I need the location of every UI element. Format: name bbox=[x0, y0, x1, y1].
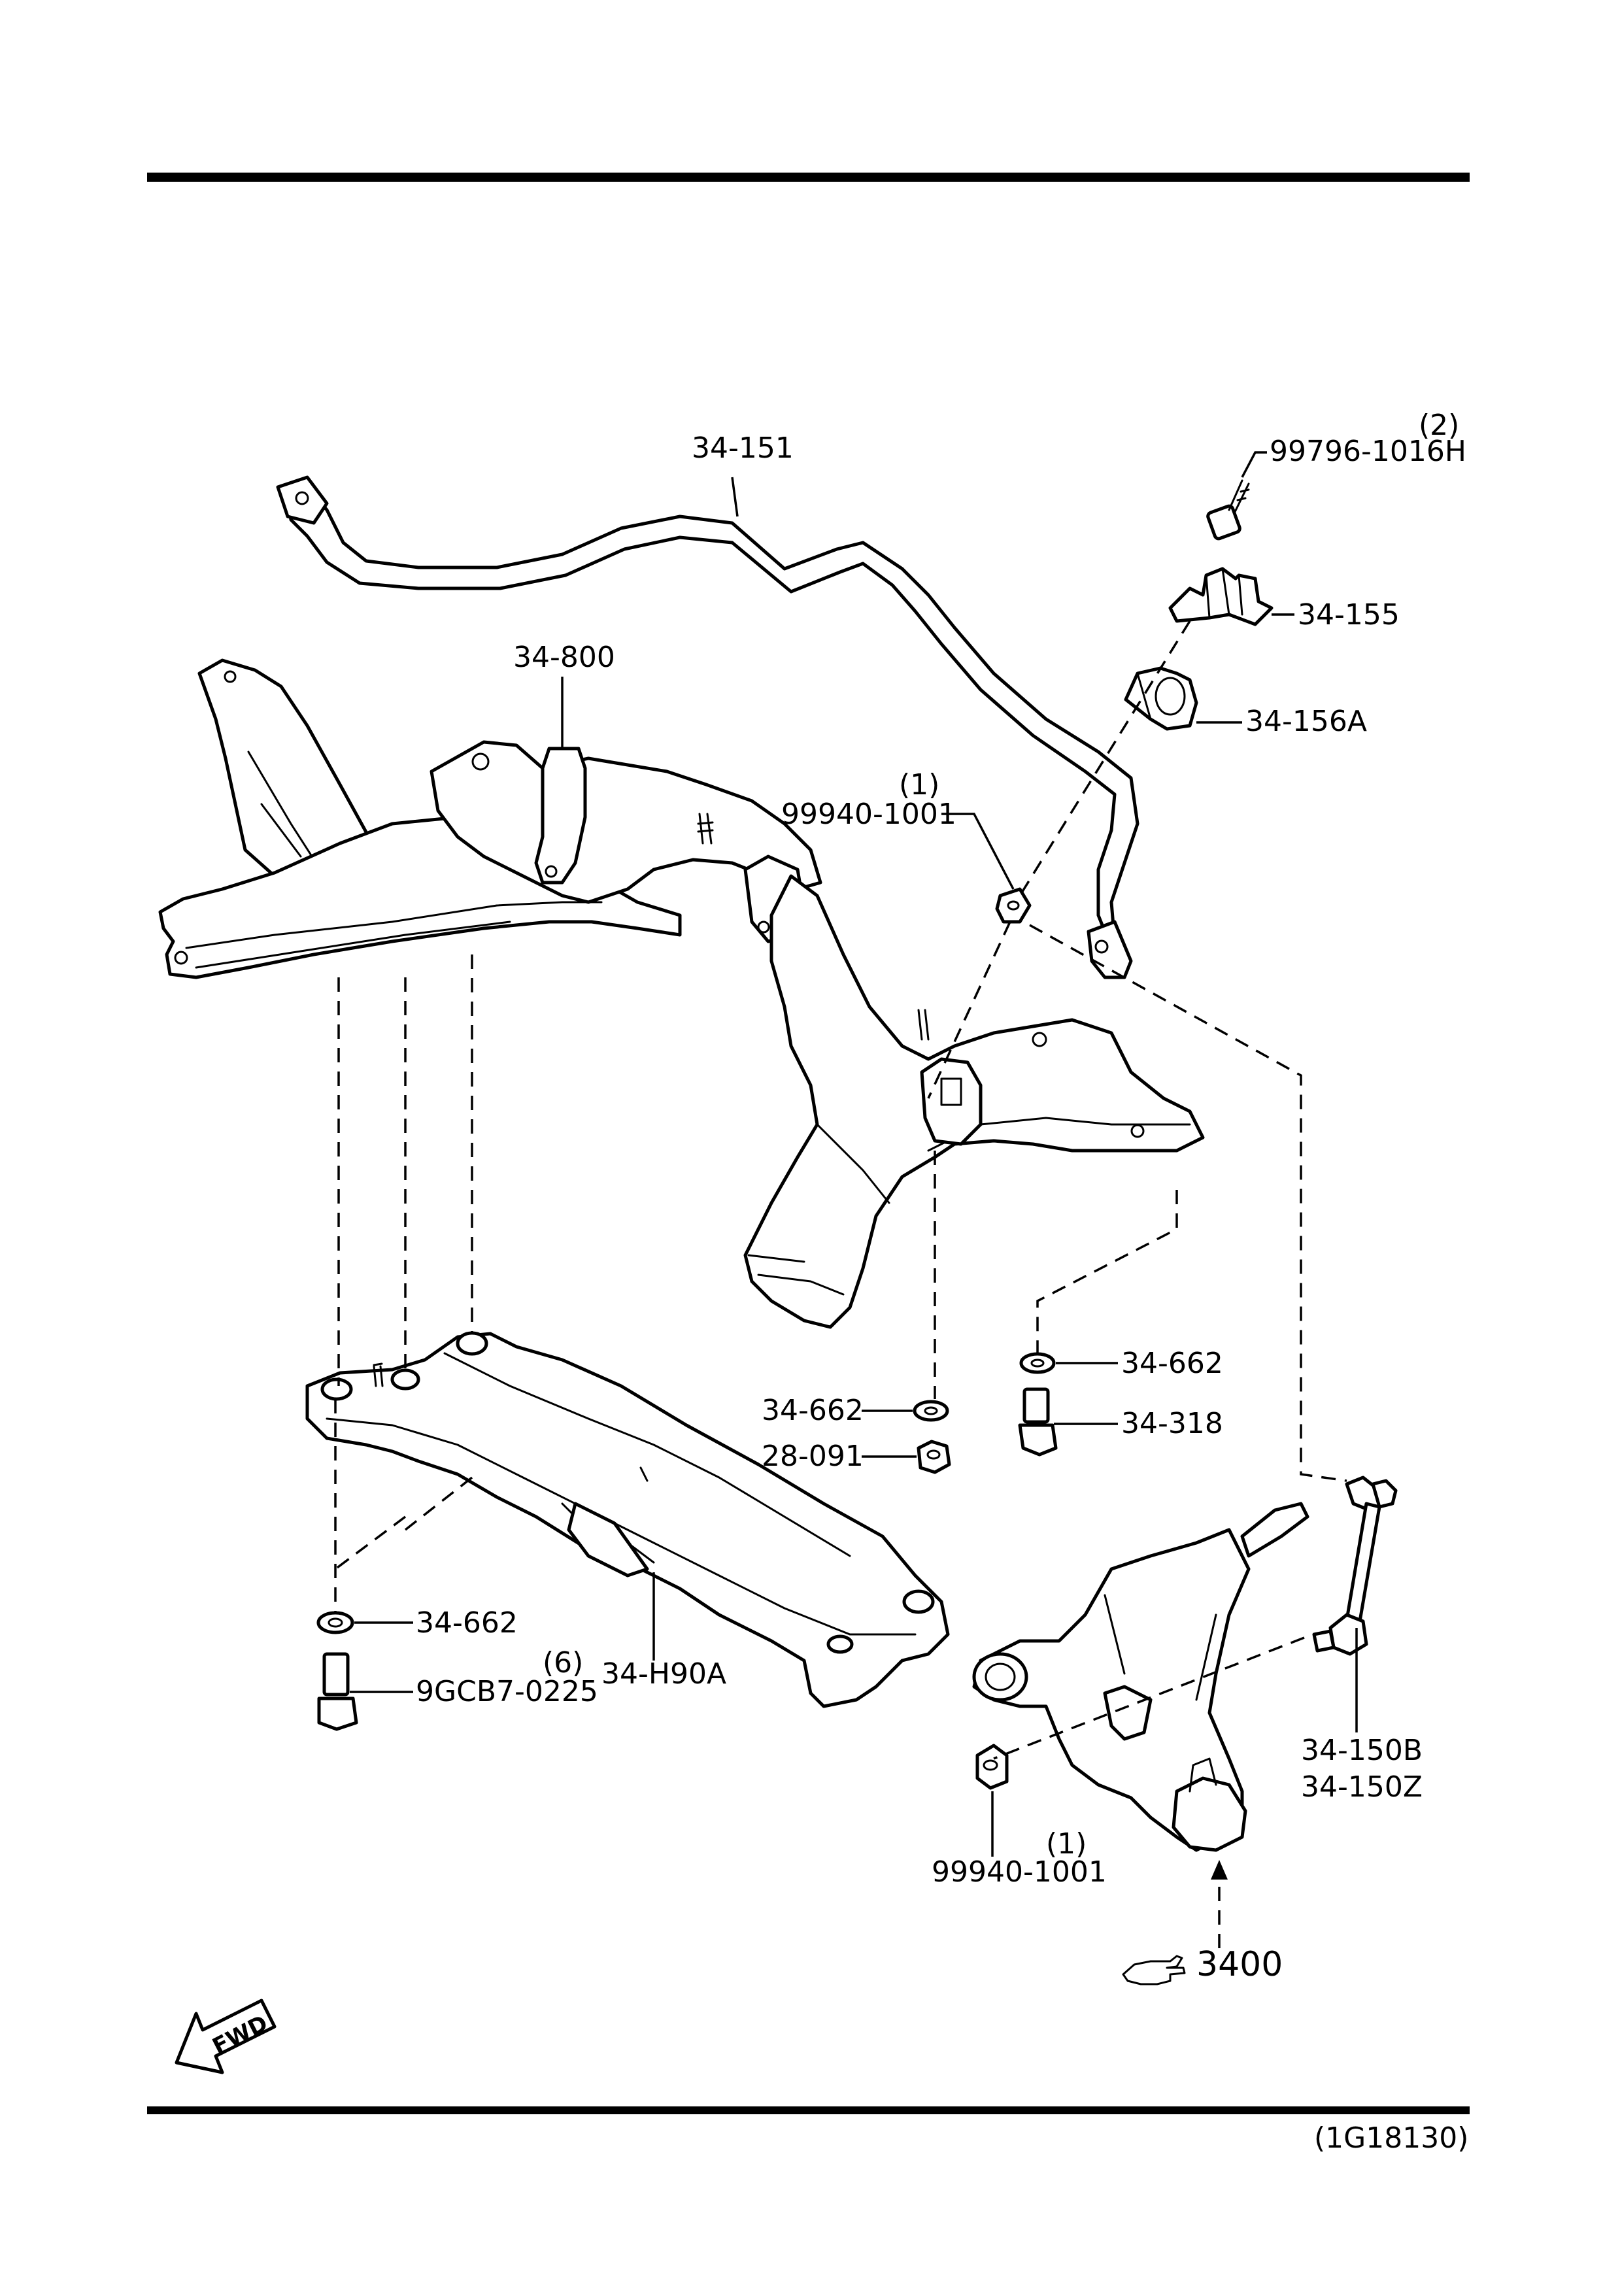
label-bolt-top: 99796-1016H bbox=[1270, 435, 1466, 468]
assembly-lines bbox=[334, 620, 1347, 1948]
center-nut[interactable] bbox=[917, 1440, 951, 1474]
label-washer-center: 34-662 bbox=[762, 1394, 864, 1427]
top-bolt[interactable] bbox=[1206, 479, 1250, 541]
label-bracket: 34-155 bbox=[1298, 598, 1400, 632]
label-washer-right: 34-662 bbox=[1121, 1347, 1223, 1380]
label-bolt-left-qty: (6) bbox=[543, 1646, 583, 1680]
label-nut-center: 28-091 bbox=[762, 1440, 864, 1473]
stabilizer-link[interactable] bbox=[1312, 1476, 1398, 1656]
leader-lines bbox=[350, 451, 1358, 1857]
front-crossmember[interactable] bbox=[158, 658, 1205, 1329]
label-stabilizer-bar: 34-151 bbox=[692, 431, 794, 465]
label-washer-left: 34-662 bbox=[416, 1606, 518, 1640]
bolt-right[interactable] bbox=[1018, 1387, 1058, 1457]
label-nut-lower-qty: (1) bbox=[1046, 1827, 1087, 1861]
label-link-b: 34-150Z bbox=[1301, 1770, 1423, 1804]
fwd-arrow-icon: FWD bbox=[175, 1999, 277, 2074]
label-nut-upper-qty: (1) bbox=[899, 768, 939, 802]
lower-nut[interactable] bbox=[975, 1744, 1009, 1790]
label-nut-lower: 99940-1001 bbox=[932, 1855, 1107, 1889]
washer-left[interactable] bbox=[316, 1611, 354, 1634]
label-link-a: 34-150B bbox=[1301, 1734, 1423, 1767]
reference-arrow-tip bbox=[1211, 1860, 1228, 1880]
reference-3400[interactable]: 3400 bbox=[1122, 1945, 1283, 1985]
label-bolt-left: 9GCB7-0225 bbox=[416, 1675, 598, 1708]
label-bushing: 34-156A bbox=[1245, 705, 1367, 738]
reference-page-number: 3400 bbox=[1196, 1945, 1283, 1984]
washer-center[interactable] bbox=[913, 1400, 949, 1422]
label-bolt-right: 34-318 bbox=[1121, 1407, 1223, 1440]
bolt-left[interactable] bbox=[317, 1652, 358, 1731]
lower-frame[interactable] bbox=[305, 1331, 950, 1708]
washer-right[interactable] bbox=[1019, 1352, 1056, 1374]
stabilizer-bracket[interactable] bbox=[1168, 567, 1274, 626]
label-lower-frame: 34-H90A bbox=[601, 1657, 726, 1691]
diagram-code: (1G18130) bbox=[1314, 2121, 1468, 2155]
label-bolt-top-qty: (2) bbox=[1419, 409, 1459, 442]
bottom-rule bbox=[147, 2106, 1470, 2114]
label-nut-upper: 99940-1001 bbox=[781, 798, 956, 831]
lower-control-arm[interactable] bbox=[972, 1502, 1309, 1852]
pointing-hand-icon bbox=[1122, 1955, 1186, 1985]
stabilizer-bushing[interactable] bbox=[1124, 666, 1198, 731]
label-crossmember: 34-800 bbox=[513, 641, 615, 674]
top-rule bbox=[147, 173, 1470, 182]
upper-nut[interactable] bbox=[995, 887, 1032, 924]
